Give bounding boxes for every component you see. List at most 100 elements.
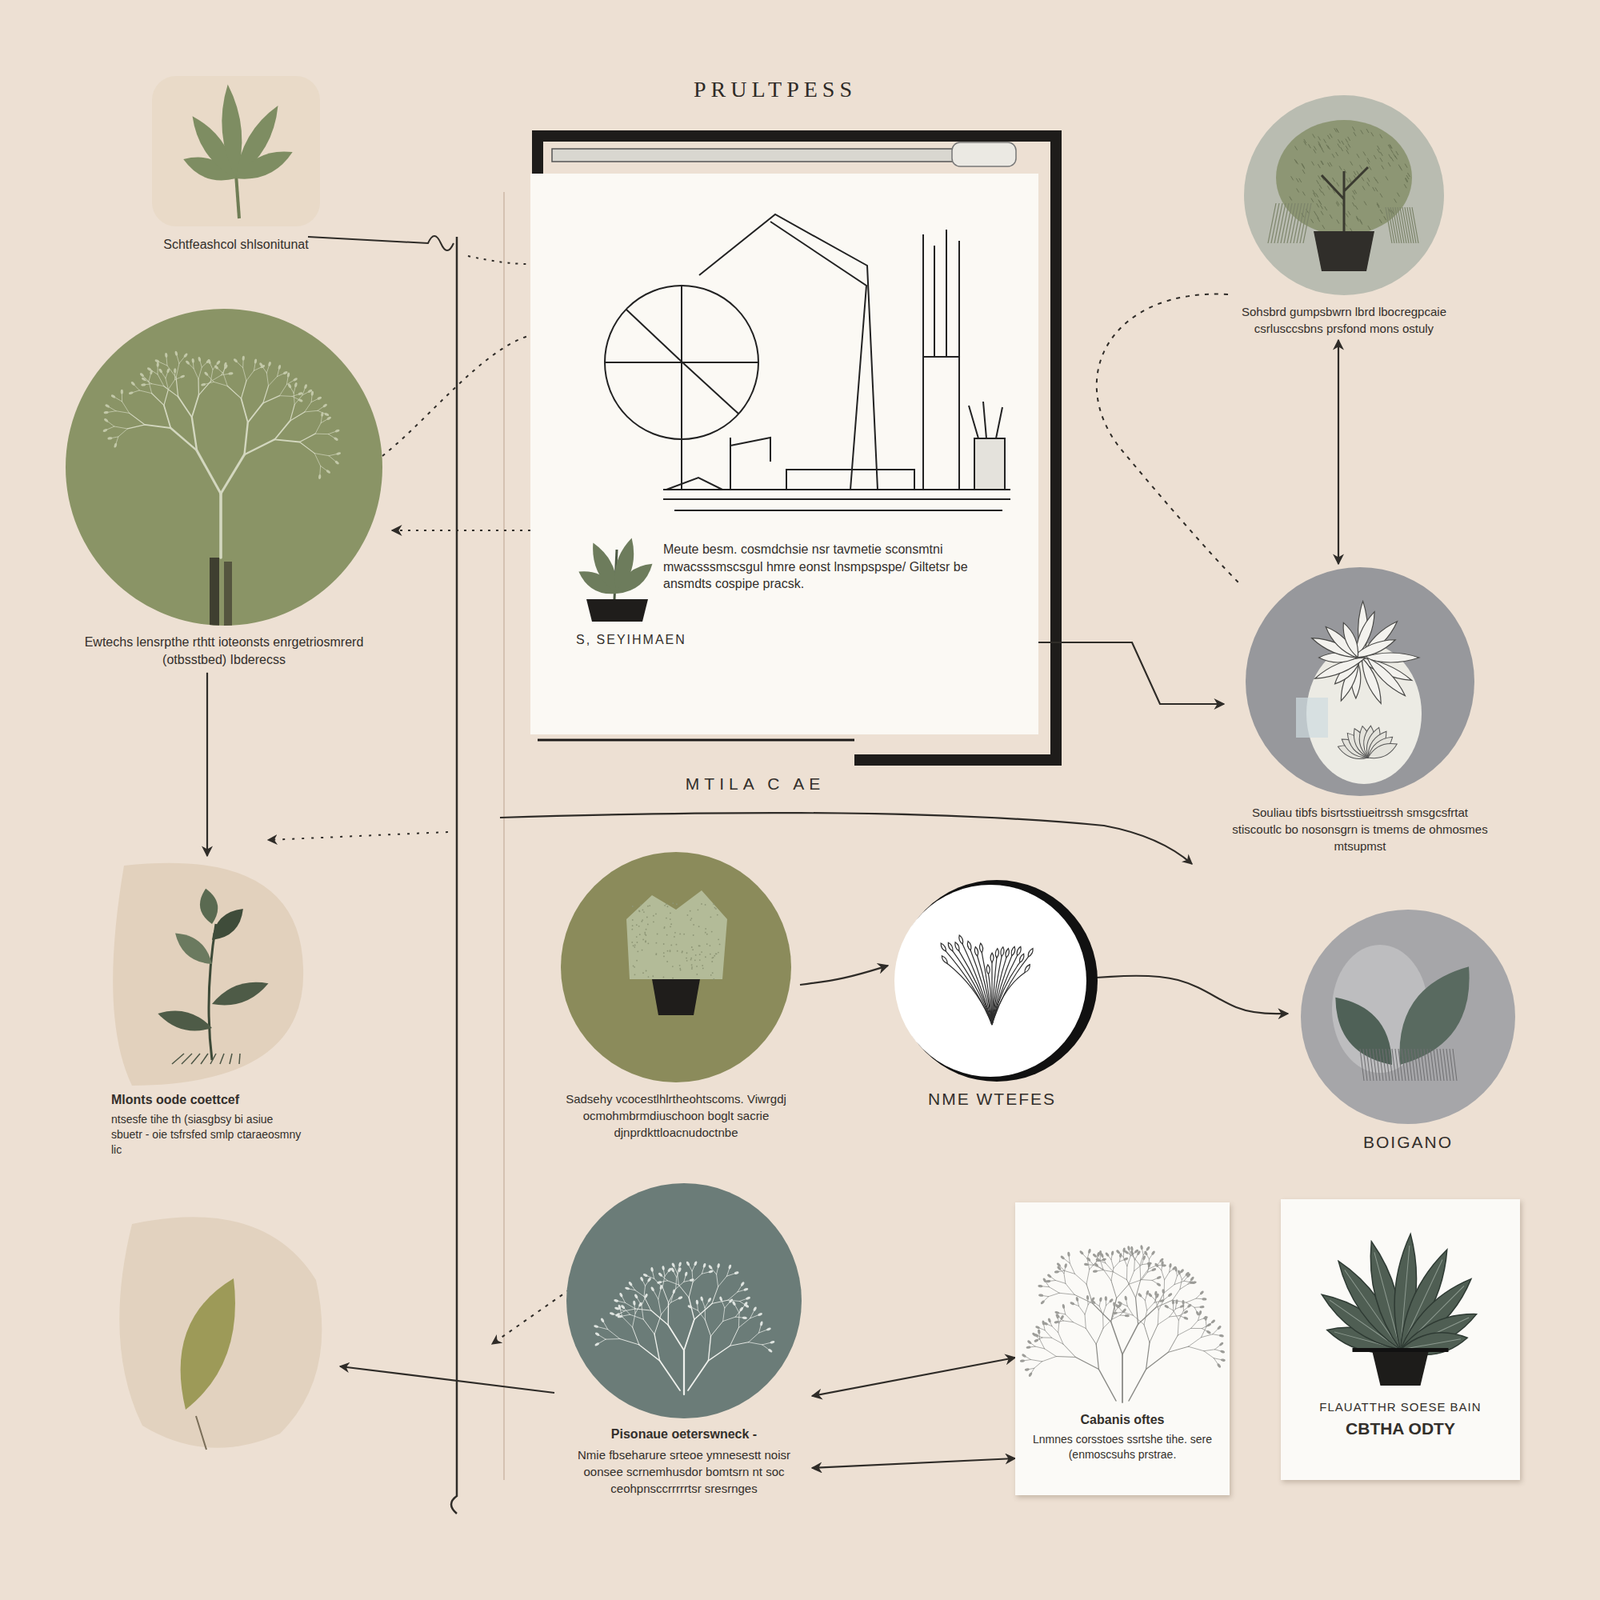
drawing-part [1161, 1270, 1165, 1280]
drawing-part [1372, 1352, 1429, 1386]
drawing-part [1348, 136, 1351, 141]
node-body: Lnmnes corsstoes ssrtshe tihe. sere (enm… [1024, 1432, 1220, 1463]
drawing-part [1084, 1304, 1088, 1315]
drawing-part [1336, 202, 1339, 207]
drawing-part [1116, 1249, 1121, 1256]
drawing-part [1112, 1315, 1120, 1320]
drawing-part [1303, 203, 1419, 244]
drawing-part [1406, 175, 1409, 180]
drawing-part [686, 952, 688, 954]
drawing-part [748, 1332, 760, 1343]
drawing-part [274, 420, 290, 440]
drawing-part [243, 368, 247, 381]
drawing-part [1130, 1246, 1134, 1252]
drawing-part [314, 453, 329, 456]
drawing-part [692, 934, 695, 936]
drawing-part [704, 1308, 706, 1320]
drawing-part [1102, 1314, 1104, 1328]
drawing-part [184, 360, 190, 366]
drawing-part [716, 1274, 719, 1287]
seedling-node: Mlonts oode coettcefntsesfe tihe th (sia… [108, 856, 308, 1160]
drawing-part [336, 452, 342, 456]
drawing-part [1099, 1306, 1103, 1316]
drawing-part [1340, 147, 1344, 152]
drawing-part [1296, 697, 1328, 738]
drawing-part [1148, 1259, 1150, 1269]
drawing-part [660, 1360, 680, 1391]
drawing-part [1372, 187, 1376, 192]
drawing-part [1021, 1353, 1028, 1359]
panel-frame-line [537, 739, 855, 742]
drawing-part [684, 1271, 688, 1277]
drawing-part [1051, 1337, 1064, 1344]
drawing-part [636, 941, 639, 944]
drawing-part [738, 1318, 750, 1328]
drawing-part [1356, 217, 1359, 222]
drawing-part [730, 437, 771, 490]
drawing-part [752, 1306, 758, 1312]
drawing-part [304, 384, 308, 390]
drawing-part [1142, 1255, 1147, 1261]
drawing-part [196, 450, 221, 494]
drawing-part [663, 489, 1011, 511]
drawing-part [632, 944, 635, 947]
drawing-part [1199, 1305, 1204, 1309]
drawing-part [708, 1345, 730, 1361]
node-body: S, SEYIHMAEN [576, 632, 816, 649]
drawing-part [253, 358, 257, 364]
drawing-part [1065, 1283, 1075, 1295]
drawing-part [1324, 206, 1328, 211]
drawing-part [677, 1272, 680, 1285]
drawing-part [1308, 144, 1311, 148]
drawing-part [1160, 1260, 1164, 1266]
drawing-part [981, 952, 992, 1025]
drawing-part [692, 924, 695, 926]
drawing-part [613, 1299, 620, 1304]
drawing-part [1095, 1257, 1101, 1262]
drawing-part [709, 953, 712, 956]
drawing-part [1069, 1301, 1076, 1306]
drawing-part [992, 972, 1025, 1025]
drawing-part [708, 1269, 714, 1274]
drawing-part [1103, 1319, 1112, 1328]
drawing-part [1058, 1323, 1060, 1333]
drawing-part [1161, 1288, 1165, 1294]
drawing-part [974, 438, 1005, 490]
drawing-part [102, 350, 341, 626]
drawing-part [1046, 1273, 1052, 1279]
olive-circle-art [552, 848, 800, 1091]
drawing-part [652, 975, 654, 977]
drawing-part [669, 925, 672, 928]
drawing-part [1042, 1356, 1057, 1362]
drawing-part [1199, 1290, 1205, 1296]
drawing-part [324, 412, 330, 416]
drawing-part [139, 372, 145, 377]
drawing-part [1274, 203, 1397, 244]
drawing-part [699, 945, 701, 948]
drawing-part [246, 370, 254, 381]
drawing-part [122, 401, 130, 414]
circle-shape [566, 1183, 802, 1419]
drawing-part [1149, 1324, 1158, 1343]
drawing-part [1355, 205, 1358, 210]
node-heading: FLAUATTHR SOESE BAIN [1290, 1399, 1511, 1416]
drawing-part [1116, 1284, 1129, 1298]
drawing-part [164, 352, 168, 358]
drawing-part [181, 1053, 192, 1064]
drawing-part [966, 940, 972, 952]
drawing-part [690, 957, 692, 960]
drawing-part [1357, 656, 1386, 706]
drawing-part [683, 1350, 685, 1395]
drawing-part [605, 1338, 620, 1340]
drawing-part [1181, 1300, 1184, 1305]
drawing-part [1336, 128, 1339, 132]
drawing-part [1054, 1270, 1060, 1274]
drawing-part [1111, 1280, 1117, 1299]
drawing-part [334, 460, 340, 465]
drawing-part [1380, 209, 1383, 214]
drawing-part [1388, 154, 1392, 159]
drawing-part [1316, 203, 1320, 208]
drawing-part [299, 442, 315, 454]
drawing-part [718, 1276, 728, 1287]
drawing-part [624, 1286, 631, 1291]
